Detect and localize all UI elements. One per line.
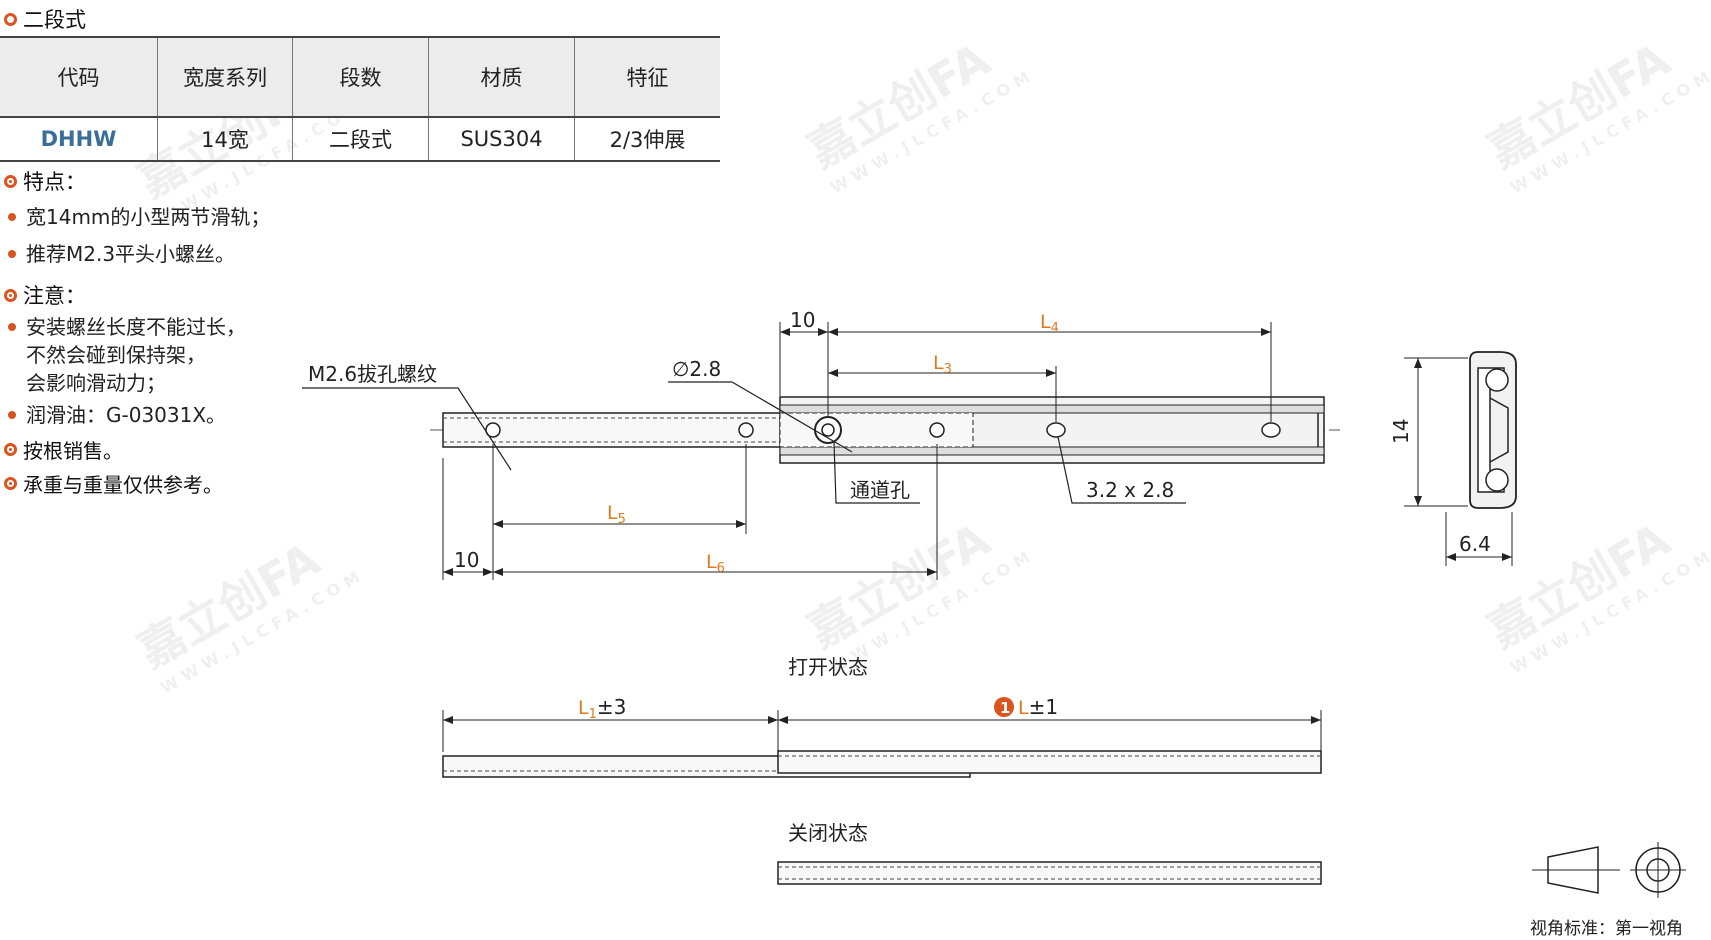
label-l5: L5 (607, 502, 626, 527)
features-title: 特点： (4, 166, 86, 196)
hole (738, 422, 754, 438)
header-stages: 段数 (292, 36, 429, 118)
table-header-row: 代码 宽度系列 段数 材质 特征 (0, 36, 720, 118)
target-marker-icon (4, 443, 17, 456)
feature-item: 宽14mm的小型两节滑轨； (8, 203, 270, 231)
slot-hole (1261, 422, 1281, 438)
closed-state-label: 关闭状态 (788, 821, 868, 845)
thread-label: M2.6拔孔螺纹 (308, 362, 437, 386)
table-row: DHHW 14宽 二段式 SUS304 2/3伸展 (0, 117, 720, 162)
note-item: 安装螺丝长度不能过长， 不然会碰到保持架， 会影响滑动力； (8, 313, 246, 397)
slot-label: 3.2 x 2.8 (1086, 478, 1174, 502)
label-l6: L6 (706, 551, 725, 576)
cell-material: SUS304 (428, 117, 575, 162)
outer-rail-open (777, 750, 1322, 774)
open-state-label: 打开状态 (788, 655, 868, 679)
label-l1: L1±3 (578, 695, 626, 722)
svg-text:10: 10 (790, 308, 815, 332)
target-marker-icon (4, 174, 17, 188)
note-number-badge (994, 697, 1014, 717)
circle-marker-icon (4, 12, 17, 26)
header-feature: 特征 (574, 36, 720, 118)
label-l4: L4 (1040, 311, 1059, 336)
svg-text:1: 1 (1000, 699, 1010, 717)
target-marker-icon (4, 288, 17, 302)
note-item: 润滑油：G-03031X。 (8, 401, 226, 429)
cell-width: 14宽 (157, 117, 293, 162)
hole (929, 422, 945, 438)
through-hole-label: 通道孔 (850, 478, 910, 502)
view-standard-label: 视角标准：第一视角 (1530, 919, 1683, 939)
target-marker-icon (4, 477, 17, 490)
header-code: 代码 (0, 36, 158, 118)
width-label: 6.4 (1459, 532, 1491, 556)
header-width: 宽度系列 (157, 36, 293, 118)
bullet-icon (8, 322, 16, 331)
bullet-icon (8, 249, 16, 258)
note-sold-per-piece: 按根销售。 (4, 435, 123, 464)
side-profile-view (1469, 351, 1517, 509)
first-angle-projection-icon (1532, 842, 1686, 898)
slot-hole (1046, 422, 1066, 438)
bullet-icon (8, 212, 16, 221)
cell-feature: 2/3伸展 (574, 117, 720, 162)
header-material: 材质 (428, 36, 575, 118)
feature-item: 推荐M2.3平头小螺丝。 (8, 240, 235, 268)
diameter-label: ∅2.8 (672, 357, 721, 381)
section-title: 二段式 (4, 4, 86, 34)
cell-stages: 二段式 (292, 117, 429, 162)
svg-text:10: 10 (454, 548, 479, 572)
rail-closed (777, 861, 1322, 885)
notes-title: 注意： (4, 280, 86, 310)
label-l: L±1 (1018, 695, 1058, 719)
label-l3: L3 (933, 352, 952, 377)
thread-hole (485, 422, 501, 438)
bullet-icon (8, 410, 16, 419)
height-label: 14 (1389, 419, 1413, 444)
note-load-reference: 承重与重量仅供参考。 (4, 469, 223, 498)
spec-table: 代码 宽度系列 段数 材质 特征 DHHW 14宽 二段式 SUS304 2/3… (0, 36, 720, 162)
cell-code: DHHW (0, 117, 158, 162)
